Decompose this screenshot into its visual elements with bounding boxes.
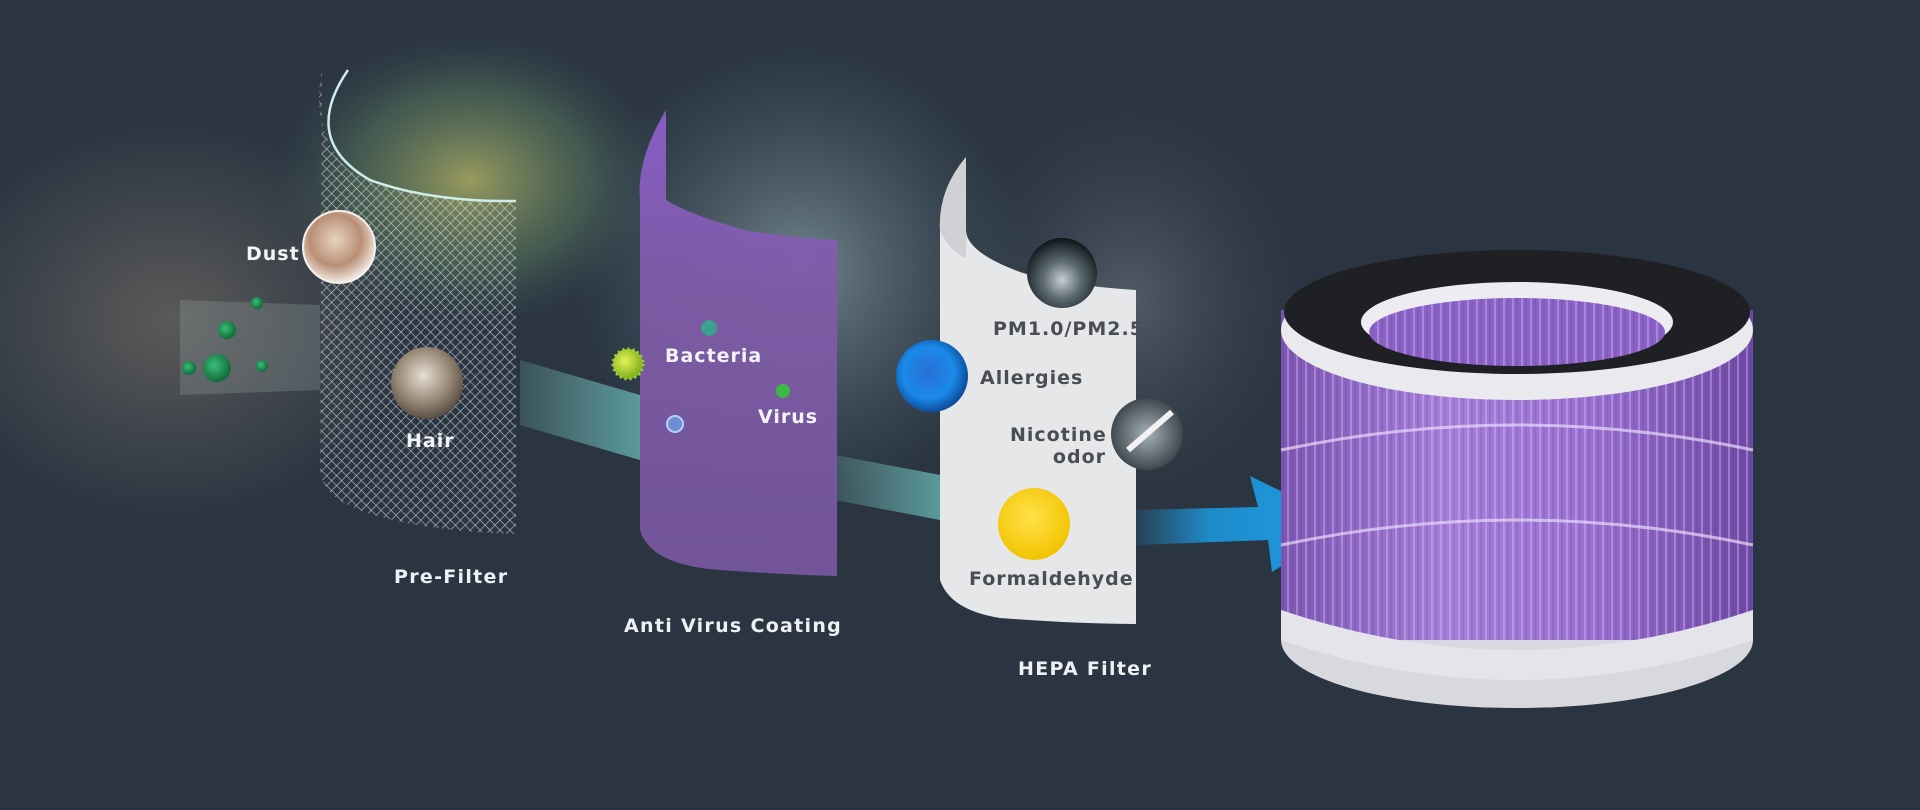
air-flow-band-1 bbox=[180, 300, 320, 395]
anti-virus-sheet bbox=[639, 110, 837, 576]
pm-label: PM1.0/PM2.5 bbox=[993, 318, 1144, 340]
allergies-bacteria-image-icon bbox=[896, 340, 968, 412]
pre-filter-sheet bbox=[319, 69, 517, 534]
nicotine-label-line1: Nicotine bbox=[1010, 424, 1107, 446]
teal-germ-icon bbox=[701, 320, 717, 336]
blue-germ-icon bbox=[666, 415, 684, 433]
hepa-sheet bbox=[939, 157, 1136, 624]
pre-filter-title: Pre-Filter bbox=[394, 566, 509, 588]
paint-roller-image-icon bbox=[998, 488, 1070, 560]
nicotine-label: Nicotine odor bbox=[1010, 424, 1106, 468]
hair-image-icon bbox=[391, 347, 463, 419]
virus-germ-icon bbox=[776, 384, 790, 398]
dust-label: Dust bbox=[246, 243, 300, 265]
formaldehyde-label: Formaldehyde bbox=[969, 568, 1134, 590]
dust-image-icon bbox=[302, 210, 376, 284]
virus-label: Virus bbox=[758, 406, 819, 428]
anti-virus-coating-title: Anti Virus Coating bbox=[624, 615, 843, 637]
filter-cartridge-product bbox=[1280, 250, 1754, 708]
green-germ-icons bbox=[182, 297, 268, 382]
bacteria-label: Bacteria bbox=[665, 345, 763, 367]
cigarette-shape bbox=[1126, 409, 1174, 453]
hair-label: Hair bbox=[406, 430, 455, 452]
allergies-label: Allergies bbox=[980, 367, 1084, 389]
air-flow-band-2 bbox=[520, 360, 640, 460]
pm-smoke-image-icon bbox=[1027, 238, 1097, 308]
bacteria-germ-icon bbox=[611, 347, 645, 381]
air-flow-band-3 bbox=[835, 455, 940, 520]
nicotine-label-line2: odor bbox=[1052, 446, 1106, 468]
hepa-filter-title: HEPA Filter bbox=[1018, 658, 1153, 680]
